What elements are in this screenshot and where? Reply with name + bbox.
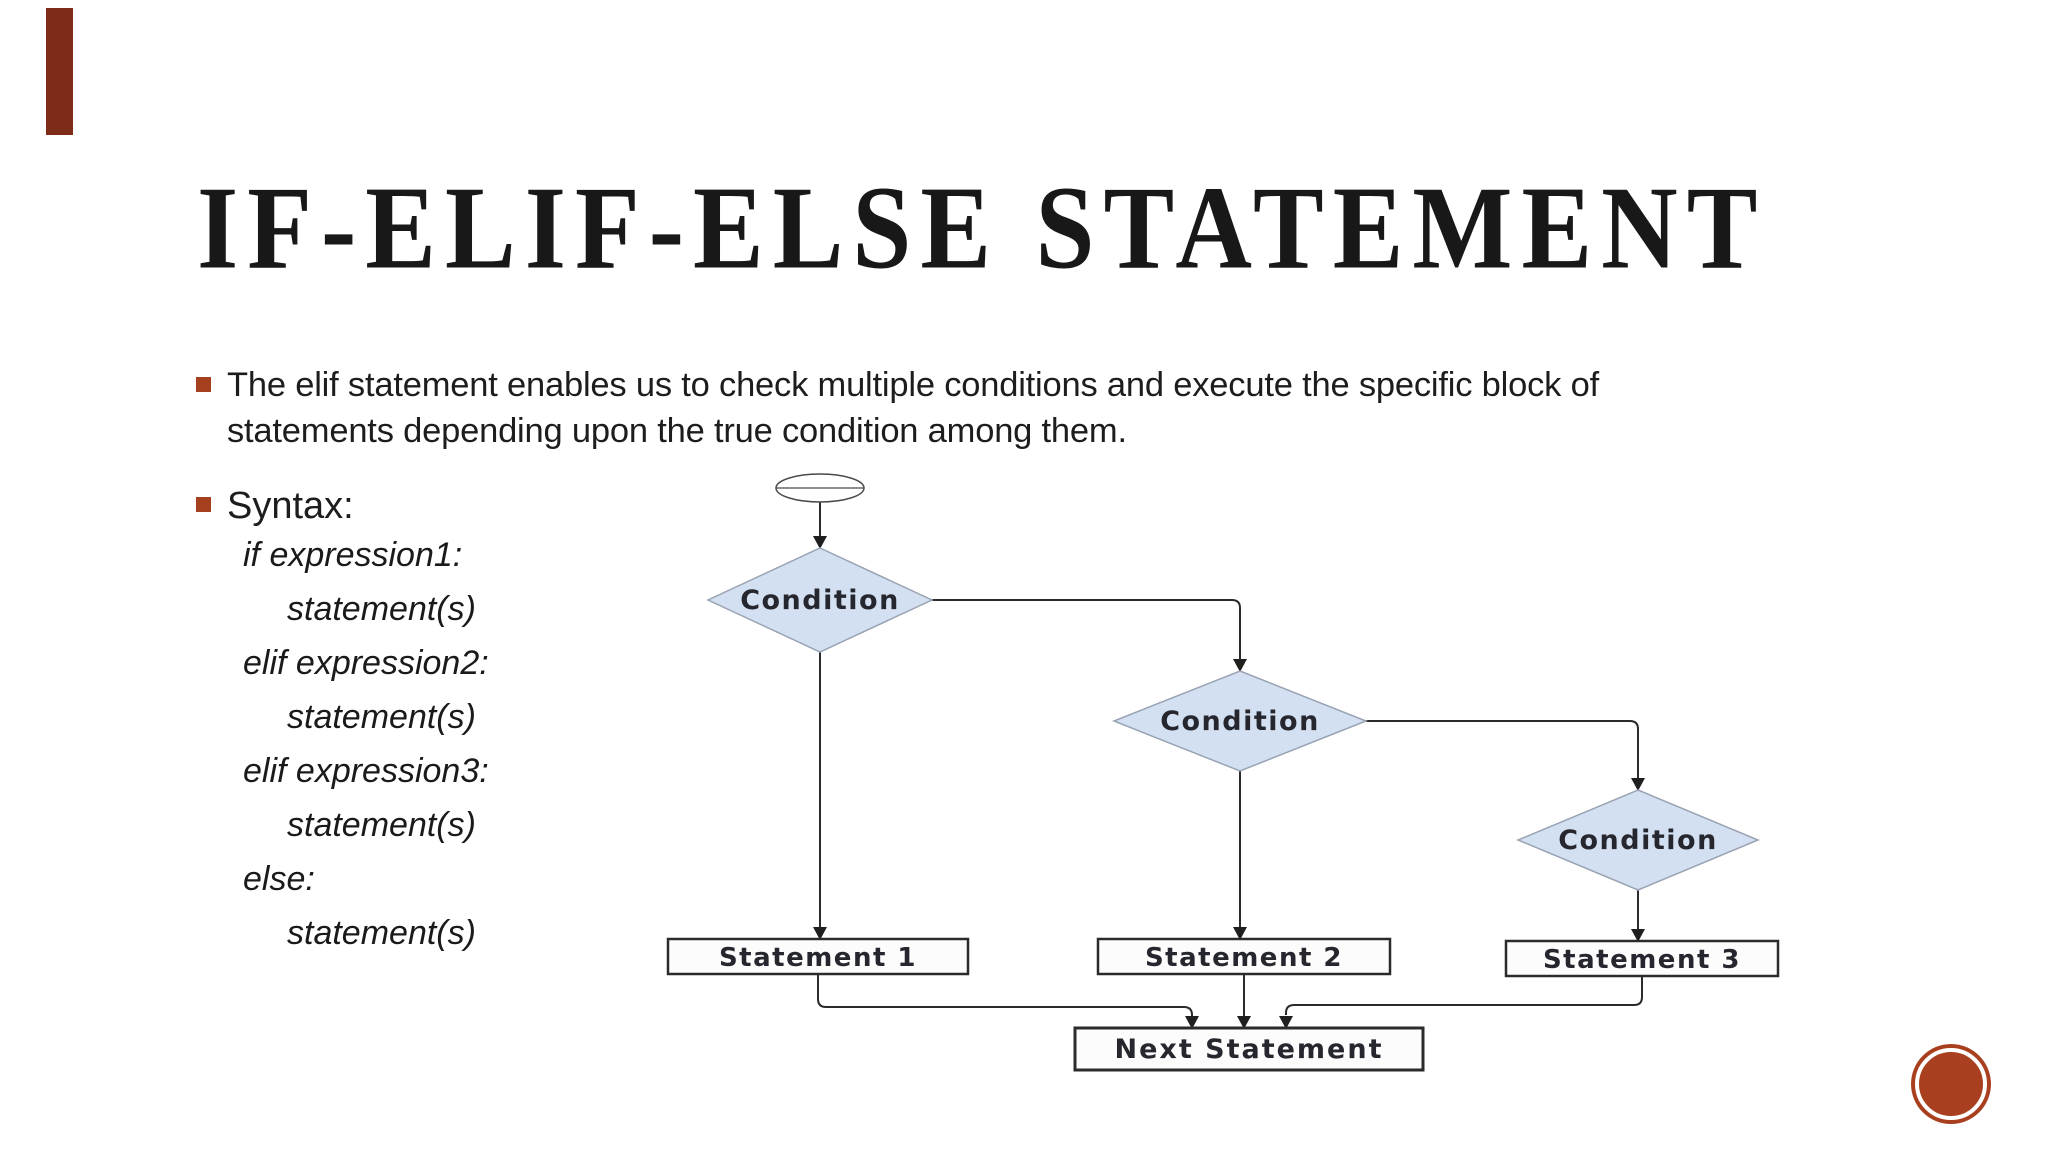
- condition1-label: Condition: [740, 585, 900, 616]
- arrowhead-icon: [1279, 1016, 1293, 1029]
- theme-circle-decoration: [1911, 1044, 1991, 1124]
- next-statement-label: Next Statement: [1115, 1034, 1384, 1065]
- arrowhead-icon: [1631, 929, 1645, 942]
- flow-arrowheads: [813, 536, 1645, 1029]
- statement2-box: [1096, 937, 1392, 976]
- statement1-box: [666, 937, 970, 976]
- arrowhead-icon: [1233, 659, 1247, 672]
- condition1-diamond: [706, 547, 934, 653]
- bullet-item-syntax: Syntax:: [196, 484, 354, 528]
- bullet-square-icon: [196, 497, 211, 512]
- arrowhead-icon: [1631, 778, 1645, 791]
- syntax-line-elif3: elif expression3:: [243, 752, 489, 790]
- arrowhead-icon: [1233, 927, 1247, 940]
- bullet-item-description: The elif statement enables us to check m…: [196, 362, 1756, 454]
- page-title: IF-ELIF-ELSE STATEMENT: [197, 162, 1767, 294]
- syntax-line-if: if expression1:: [243, 536, 463, 574]
- arrowhead-icon: [1185, 1016, 1199, 1029]
- condition3-diamond: [1516, 789, 1760, 891]
- statement1-label: Statement 1: [719, 943, 917, 973]
- statement3-box: [1504, 939, 1780, 978]
- arrowhead-icon: [813, 927, 827, 940]
- statement3-label: Statement 3: [1543, 945, 1741, 975]
- arrowhead-icon: [1237, 1016, 1251, 1029]
- syntax-line-else: else:: [243, 860, 315, 898]
- syntax-line-elif2: elif expression2:: [243, 644, 489, 682]
- syntax-line-statement: statement(s): [287, 590, 476, 628]
- syntax-line-statement: statement(s): [287, 914, 476, 952]
- edge-cond1-to-cond2: [932, 599, 1241, 660]
- edge-cond2-to-cond3: [1366, 720, 1639, 779]
- arrowhead-icon: [813, 536, 827, 549]
- condition2-diamond: [1111, 670, 1369, 772]
- edge-stmt1-to-next: [817, 974, 1193, 1017]
- condition3-label: Condition: [1558, 825, 1718, 856]
- syntax-code-block: if expression1: statement(s) elif expres…: [243, 528, 489, 960]
- syntax-heading: Syntax:: [227, 485, 354, 527]
- condition2-label: Condition: [1160, 706, 1320, 737]
- circle-inner-ring: [1915, 1048, 1987, 1120]
- statement2-label: Statement 2: [1145, 943, 1343, 973]
- accent-bar-decoration: [46, 8, 73, 135]
- flow-connectors: [817, 502, 1643, 1017]
- syntax-line-statement: statement(s): [287, 698, 476, 736]
- bullet-square-icon: [196, 377, 211, 392]
- edge-stmt3-to-next: [1285, 976, 1643, 1015]
- bullet-text: The elif statement enables us to check m…: [227, 366, 1599, 450]
- syntax-line-statement: statement(s): [287, 806, 476, 844]
- next-statement-box: [1073, 1026, 1425, 1072]
